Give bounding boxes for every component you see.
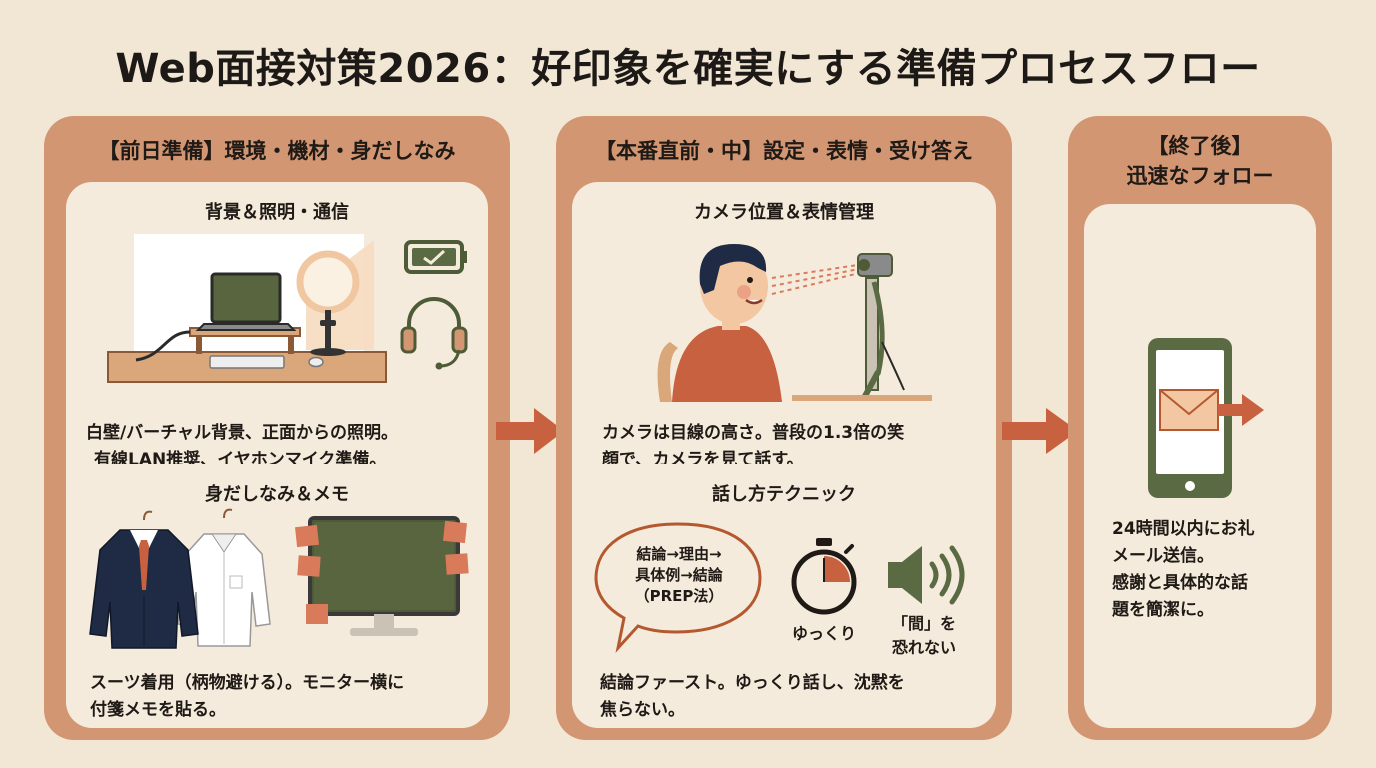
card-attire-memo: 身だしなみ＆メモ (66, 464, 488, 728)
monitor-side (865, 277, 879, 391)
keyboard (209, 355, 285, 369)
card-text-speaking-technique: 結論ファースト。ゆっくり話し、沈黙を 焦らない。 (600, 673, 905, 720)
chair (657, 342, 678, 402)
battery-icon (404, 240, 467, 274)
speaker-icon (888, 545, 965, 605)
column-header-after-interview: 【終了後】 迅速なフォロー (1126, 134, 1274, 188)
column-pre-day: 【前日準備】環境・機材・身だしなみ 背景＆照明・通信 (44, 116, 510, 740)
card-title-attire-memo: 身だしなみ＆メモ (205, 484, 349, 505)
card-title-speaking-technique: 話し方テクニック (712, 484, 856, 505)
card-text-follow-up: 24時間以内にお礼 メール送信。 感謝と具体的な話 題を簡潔に。 (1112, 519, 1255, 620)
page-title: Web面接対策2026：好印象を確実にする準備プロセスフロー (115, 46, 1261, 92)
torso (672, 326, 782, 402)
white-shirt (177, 533, 271, 647)
navy-suit (89, 529, 199, 649)
sticky-note (297, 555, 321, 577)
card-camera-expression: カメラ位置＆表情管理 カメラは目線の高さ。普段の1.3倍の笑 (572, 182, 996, 512)
ring-light (296, 250, 360, 314)
card-follow-up: 24時間以内にお礼 メール送信。 感謝と具体的な話 題を簡潔に。 (1084, 204, 1316, 728)
hair (699, 244, 767, 294)
stopwatch-icon (791, 538, 857, 615)
laptop-screen (210, 272, 282, 324)
envelope-icon (1159, 389, 1219, 431)
flow-arrow-2 (1002, 408, 1078, 454)
column-during-interview: 【本番直前・中】設定・表情・受け答え カメラ位置＆表情管理 (556, 116, 1012, 740)
card-title-camera-expression: カメラ位置＆表情管理 (694, 202, 874, 223)
column-after-interview: 【終了後】 迅速なフォロー 24時間以内にお礼 メール送信。 感謝と具体的な話 … (1068, 116, 1332, 740)
suit-shirt-illustration (89, 508, 271, 649)
necktie (139, 540, 149, 590)
sticky-note (306, 604, 328, 624)
timer-label: ゆっくり (791, 624, 856, 643)
flow-arrow-1 (496, 408, 564, 454)
mouse (308, 356, 324, 368)
speech-bubble-text: 結論→理由→ 具体例→結論 （PREP法） (634, 545, 724, 605)
pause-label: 「間」を 恐れない (891, 614, 956, 657)
sticky-note (295, 524, 319, 548)
card-speaking-technique: 話し方テクニック 結論→理由→ 具体例→結論 （PREP法） ゆっくり 「間」を (572, 464, 996, 728)
smartphone-mail-icon (1148, 338, 1264, 498)
person-webcam-illustration (657, 244, 932, 402)
headset-icon (400, 297, 468, 370)
sticky-note (445, 553, 469, 575)
speech-bubble (594, 522, 762, 654)
column-header-pre-day: 【前日準備】環境・機材・身だしなみ (98, 139, 456, 163)
webcam-icon (857, 253, 893, 277)
laptop-base (195, 323, 297, 331)
sticky-note (443, 520, 467, 544)
desk-setup-illustration (107, 234, 468, 383)
card-background-lighting: 背景＆照明・通信 (66, 182, 488, 512)
monitor-sticky-notes-illustration (295, 516, 469, 636)
column-header-during-interview: 【本番直前・中】設定・表情・受け答え (595, 139, 973, 163)
card-text-attire-memo: スーツ着用（柄物避ける）。モニター横に 付箋メモを貼る。 (90, 673, 405, 720)
card-title-background-lighting: 背景＆照明・通信 (205, 202, 349, 223)
